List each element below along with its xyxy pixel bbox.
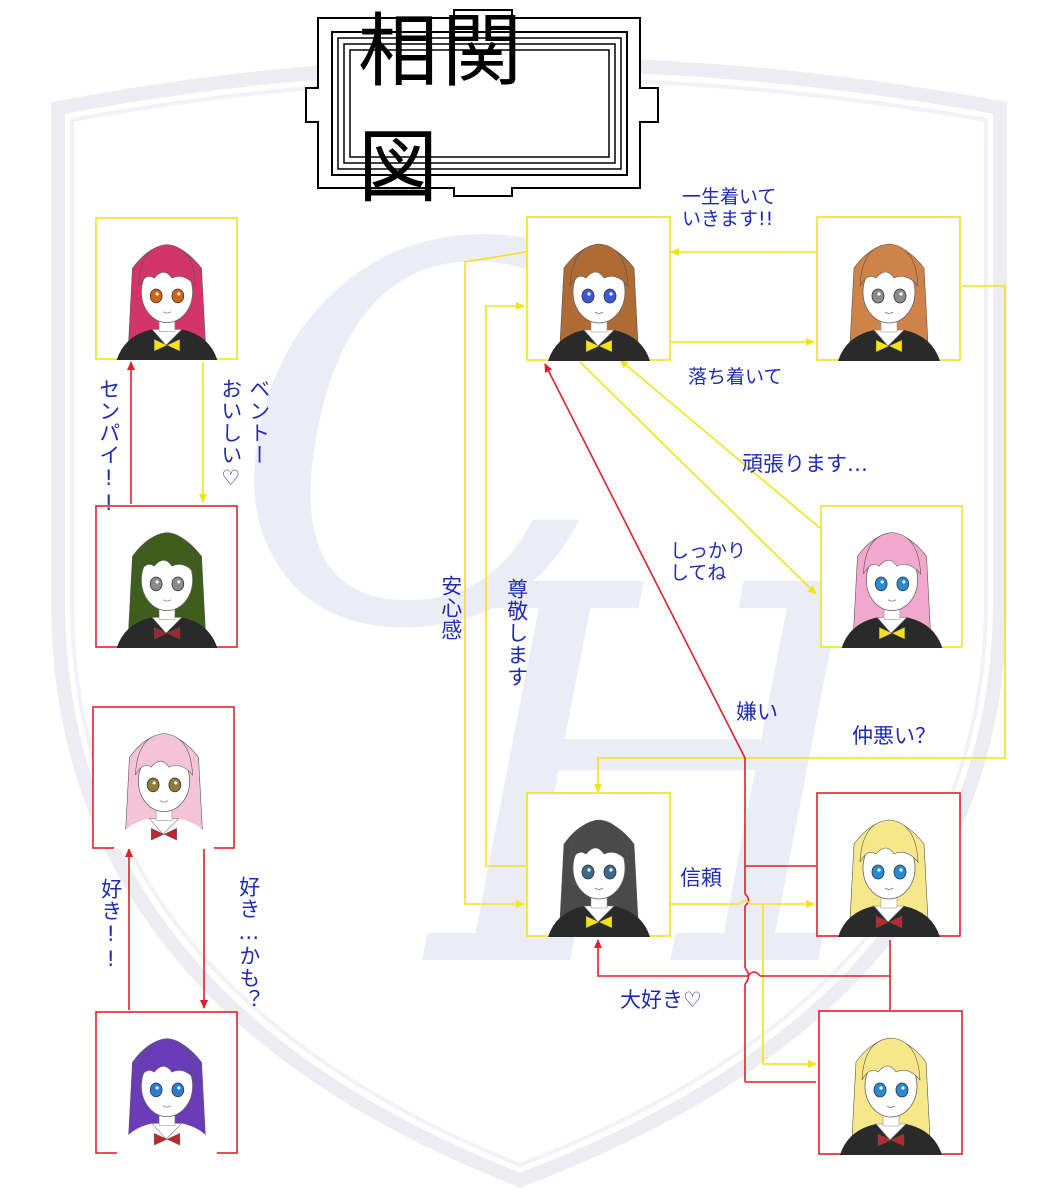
label-oishii: おいしい♡ [218,378,243,491]
label-ochitsuite: 落ち着いて [688,366,783,388]
label-shikkari: しっかり してね [670,540,747,585]
edge-pinkhair-to-brown [619,359,821,529]
label-sonkei: 尊敬します [504,578,529,688]
label-ganbarimasu: 頑張ります… [742,452,868,476]
character-pink-twintail-girl [92,706,235,849]
label-kirai: 嫌い [736,700,778,724]
edge-brown-to-boy-anshin [464,251,527,908]
label-suki: 好き!! [98,878,123,972]
label-nakawarui: 仲悪い？ [852,724,936,748]
label-senpai: センパイ!! [96,378,121,516]
label-anshinkan: 安心感 [438,575,463,641]
label-ichisei: 一生着いて いきます!! [682,186,777,231]
character-black-hair-boy [526,792,671,937]
label-sukikamo: 好き…かも？ [236,876,261,1011]
character-purple-hair-girl [95,1011,238,1154]
character-pink-hair-girl [820,505,963,648]
edge-boy-to-brown-sonkei [485,302,526,867]
character-red-hair-girl [95,217,238,360]
label-daisuki: 大好き♡ [620,988,702,1012]
edge-blondes-to-boy-daisuki [760,940,891,977]
character-green-hair-boy [95,505,238,648]
character-blonde-braid-girl [816,792,961,937]
character-brown-hair-girl [526,216,671,361]
label-shinrai: 信頼 [680,866,722,890]
character-orange-hair-girl [816,216,961,361]
watermark-letter-h: H [422,477,893,1083]
edge-brown-to-pinkhair [579,361,817,595]
character-blonde-girl [818,1010,963,1155]
edge-orange-to-boy-nakawarui [594,285,1006,793]
label-bento: ベントー [246,378,271,466]
